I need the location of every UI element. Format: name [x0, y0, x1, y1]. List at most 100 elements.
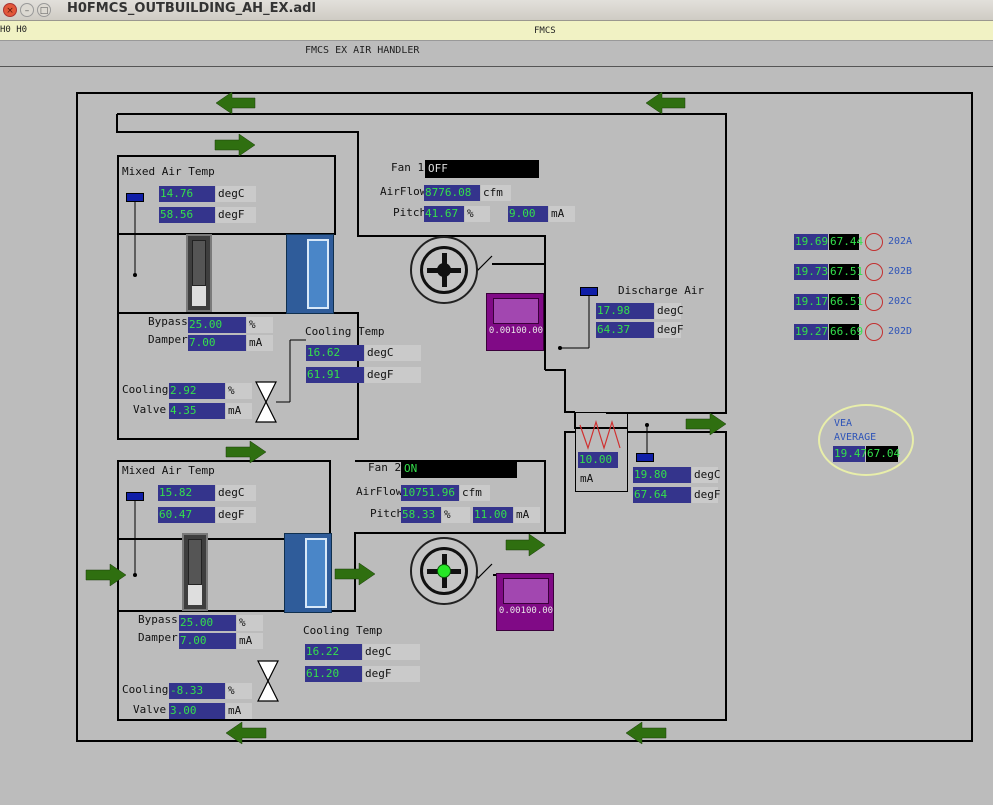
ah2-bypass-ma: 7.00: [179, 633, 236, 649]
header-divider: [0, 66, 993, 67]
ah2-mixed-air-degc: 15.82: [158, 485, 215, 501]
ah1-fan-icon: [410, 236, 478, 304]
ah1-cooling-temp-degc: 16.62: [306, 345, 364, 361]
ah1-cooling-temp-degc-unit: degC: [365, 345, 421, 361]
ah2-mixed-air-indicator: [126, 492, 144, 501]
ah1-outside-air-damper: [186, 234, 212, 312]
discharge-air-degf-unit: degF: [655, 322, 684, 338]
ah2-outside-air-damper: [182, 533, 208, 611]
ah1-cooling-valve-pct-unit: %: [226, 383, 252, 399]
ah2-cooling-coil: [284, 533, 332, 613]
ah2-bypass-label: Bypass: [138, 613, 178, 626]
ah1-pitch-ma: 9.00: [508, 206, 548, 222]
ah1-mixed-air-degc-unit: degC: [216, 186, 256, 202]
ah2-pitch-pct-unit: %: [442, 507, 470, 523]
window-titlebar: × – □ H0FMCS_OUTBUILDING_AH_EX.adl: [0, 0, 993, 21]
zone-202d-degf: 66.69: [829, 324, 864, 340]
reheat-indicator: [636, 453, 654, 462]
page-title: FMCS EX AIR HANDLER: [305, 45, 420, 56]
ah2-pitch-ma-unit: mA: [514, 507, 540, 523]
vea-average-degf: 67.04: [866, 446, 901, 462]
ah2-mixed-air-degf-unit: degF: [216, 507, 256, 523]
maximize-icon[interactable]: □: [37, 3, 51, 17]
zone-202c-degc: 19.17: [794, 294, 829, 310]
ah1-fan-status: OFF: [425, 160, 539, 178]
ah1-cooling-valve-pct: 2.92: [169, 383, 225, 399]
zone-202a-degc: 19.69: [794, 234, 829, 250]
ah2-cooling-temp-degf: 61.20: [305, 666, 362, 682]
ah2-cooling-valve-pct-unit: %: [226, 683, 252, 699]
ah1-cooling-temp-degf: 61.91: [306, 367, 364, 383]
ah1-pitch-label: Pitch: [393, 206, 427, 219]
ah1-pitch-pct: 41.67: [424, 206, 464, 222]
vea-average-label: AVERAGE: [834, 432, 877, 443]
discharge-air-degc: 17.98: [596, 303, 654, 319]
ah2-pitch-meter: 0.00100.00: [496, 573, 554, 631]
ah2-fan-status: ON: [401, 460, 517, 478]
ah1-bypass-ma-unit: mA: [247, 335, 273, 351]
ah1-mixed-air-degf: 58.56: [159, 207, 215, 223]
ah2-mixed-air-degc-unit: degC: [216, 485, 256, 501]
reheat-ma-value: 10.00: [578, 452, 618, 468]
ah2-fan-label: Fan 2: [368, 461, 402, 474]
zone-202a-label: 202A: [888, 236, 913, 247]
ah2-cooling-valve-ma: 3.00: [169, 703, 225, 719]
ah2-mixed-air-label: Mixed Air Temp: [122, 464, 215, 477]
zone-202b-degf: 67.51: [829, 264, 864, 280]
ah2-airflow-unit: cfm: [460, 485, 490, 501]
reheat-degf-unit: degF: [692, 487, 721, 503]
vea-average-outline: [818, 404, 914, 476]
ah2-meter-label: 0.00100.00: [498, 606, 554, 616]
close-icon[interactable]: ×: [3, 3, 17, 17]
ah1-airflow-unit: cfm: [481, 185, 511, 201]
menubar: H0 H0 FMCS: [0, 21, 993, 41]
reheat-degf: 67.64: [633, 487, 691, 503]
ah1-cooling-temp-label: Cooling Temp: [305, 325, 385, 338]
ah2-pitch-label: Pitch: [370, 507, 404, 520]
ah1-cooling-valve-ma-unit: mA: [226, 403, 252, 419]
ah1-mixed-air-degf-unit: degF: [216, 207, 256, 223]
discharge-air-degf: 64.37: [596, 322, 654, 338]
zone-202c-degf: 66.51: [829, 294, 864, 310]
ah2-cooling-temp-label: Cooling Temp: [303, 624, 383, 637]
minimize-icon[interactable]: –: [20, 3, 34, 17]
ah2-bypass-pct: 25.00: [179, 615, 236, 631]
window-title: H0FMCS_OUTBUILDING_AH_EX.adl: [67, 1, 316, 16]
zone-202a-status-icon: [865, 233, 883, 251]
ah1-mixed-air-indicator: [126, 193, 144, 202]
vea-average-degc: 19.47: [833, 446, 868, 462]
ah1-cooling-valve-ma: 4.35: [169, 403, 225, 419]
zone-202a-degf: 67.44: [829, 234, 864, 250]
ah2-bypass-pct-unit: %: [237, 615, 263, 631]
ah2-damper-label: Damper: [138, 631, 178, 644]
ah2-airflow-label: AirFlow: [356, 485, 403, 498]
ah1-airflow-label: AirFlow: [380, 185, 427, 198]
ah2-cooling-temp-degc: 16.22: [305, 644, 362, 660]
ah1-pitch-pct-unit: %: [465, 206, 490, 222]
ah1-cooling-label: Cooling: [122, 383, 169, 396]
ah1-airflow-value: 8776.08: [424, 185, 480, 201]
ah2-cooling-temp-degf-unit: degF: [363, 666, 420, 682]
ah1-mixed-air-degc: 14.76: [159, 186, 215, 202]
ah2-cooling-temp-degc-unit: degC: [363, 644, 420, 660]
ah1-meter-label: 0.00100.00: [488, 326, 544, 336]
ah1-fan-label: Fan 1: [391, 161, 425, 174]
zone-202c-label: 202C: [888, 296, 913, 307]
zone-202c-status-icon: [865, 293, 883, 311]
ah2-valve-label: Valve: [133, 703, 167, 716]
ah1-bypass-pct: 25.00: [188, 317, 246, 333]
ah1-cooling-coil: [286, 234, 334, 314]
ah1-pitch-meter: 0.00100.00: [486, 293, 544, 351]
menubar-center-label: FMCS: [534, 26, 556, 36]
discharge-air-indicator: [580, 287, 598, 296]
ah2-cooling-valve-ma-unit: mA: [226, 703, 252, 719]
ah1-damper-label: Damper: [148, 333, 188, 346]
ah1-mixed-air-label: Mixed Air Temp: [122, 165, 215, 178]
zone-202b-degc: 19.73: [794, 264, 829, 280]
ah1-cooling-temp-degf-unit: degF: [365, 367, 421, 383]
ah2-mixed-air-degf: 60.47: [158, 507, 215, 523]
zone-202d-label: 202D: [888, 326, 913, 337]
ah1-bypass-pct-unit: %: [247, 317, 273, 333]
reheat-degc-unit: degC: [692, 467, 721, 483]
discharge-air-label: Discharge Air: [618, 284, 705, 297]
